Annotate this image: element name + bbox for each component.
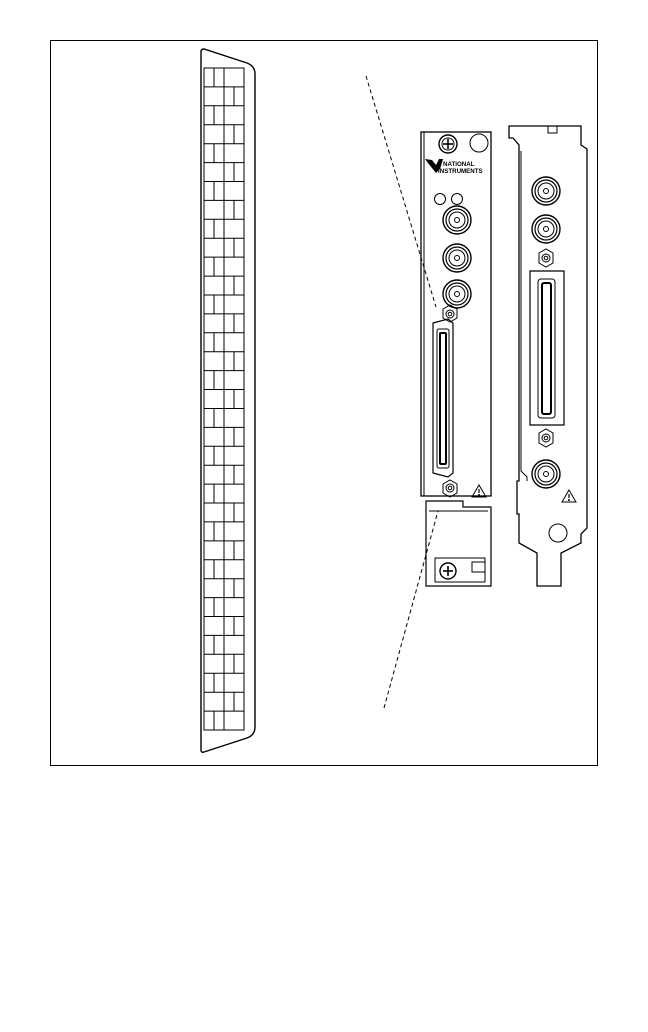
pxi-panel xyxy=(421,132,491,496)
hex-jack-icon xyxy=(539,429,553,447)
callout-line-bottom xyxy=(384,511,438,708)
mounting-hole xyxy=(549,524,567,542)
top-hole xyxy=(470,134,488,152)
callout-line-top xyxy=(366,76,436,307)
brand-line2: INSTRUMENTS xyxy=(438,168,483,175)
pci-bracket xyxy=(509,126,587,586)
pxi-module: NATIONAL INSTRUMENTS xyxy=(421,132,491,586)
brand-line1: NATIONAL xyxy=(443,161,475,168)
hex-jack-icon xyxy=(539,249,553,267)
screw-icon xyxy=(439,135,457,153)
pci-68pin-connector xyxy=(530,271,564,425)
ejector-handle xyxy=(426,501,491,586)
bnc-connector-icon xyxy=(532,215,560,243)
bnc-connector-icon xyxy=(532,177,560,205)
bnc-connectors xyxy=(532,177,560,488)
bnc-connector-icon xyxy=(443,206,471,234)
hex-jack-icon xyxy=(443,480,457,497)
bnc-connector-icon xyxy=(532,460,560,488)
screw-icon xyxy=(440,563,456,579)
bnc-connector-icon xyxy=(443,280,471,308)
connector-shell xyxy=(201,49,255,752)
led-icon xyxy=(435,194,446,205)
warning-triangle-icon xyxy=(472,485,486,497)
diagram-frame: NATIONAL INSTRUMENTS xyxy=(50,40,598,766)
bnc-connectors xyxy=(443,206,471,308)
warning-triangle-icon xyxy=(562,490,576,502)
connector-diagram: NATIONAL INSTRUMENTS xyxy=(51,41,599,767)
bnc-connector-icon xyxy=(443,244,471,272)
led-icon xyxy=(452,194,463,205)
ni-logo: NATIONAL INSTRUMENTS xyxy=(425,159,483,175)
pxi-68pin-connector xyxy=(433,319,453,477)
connector-pinout xyxy=(201,49,255,752)
